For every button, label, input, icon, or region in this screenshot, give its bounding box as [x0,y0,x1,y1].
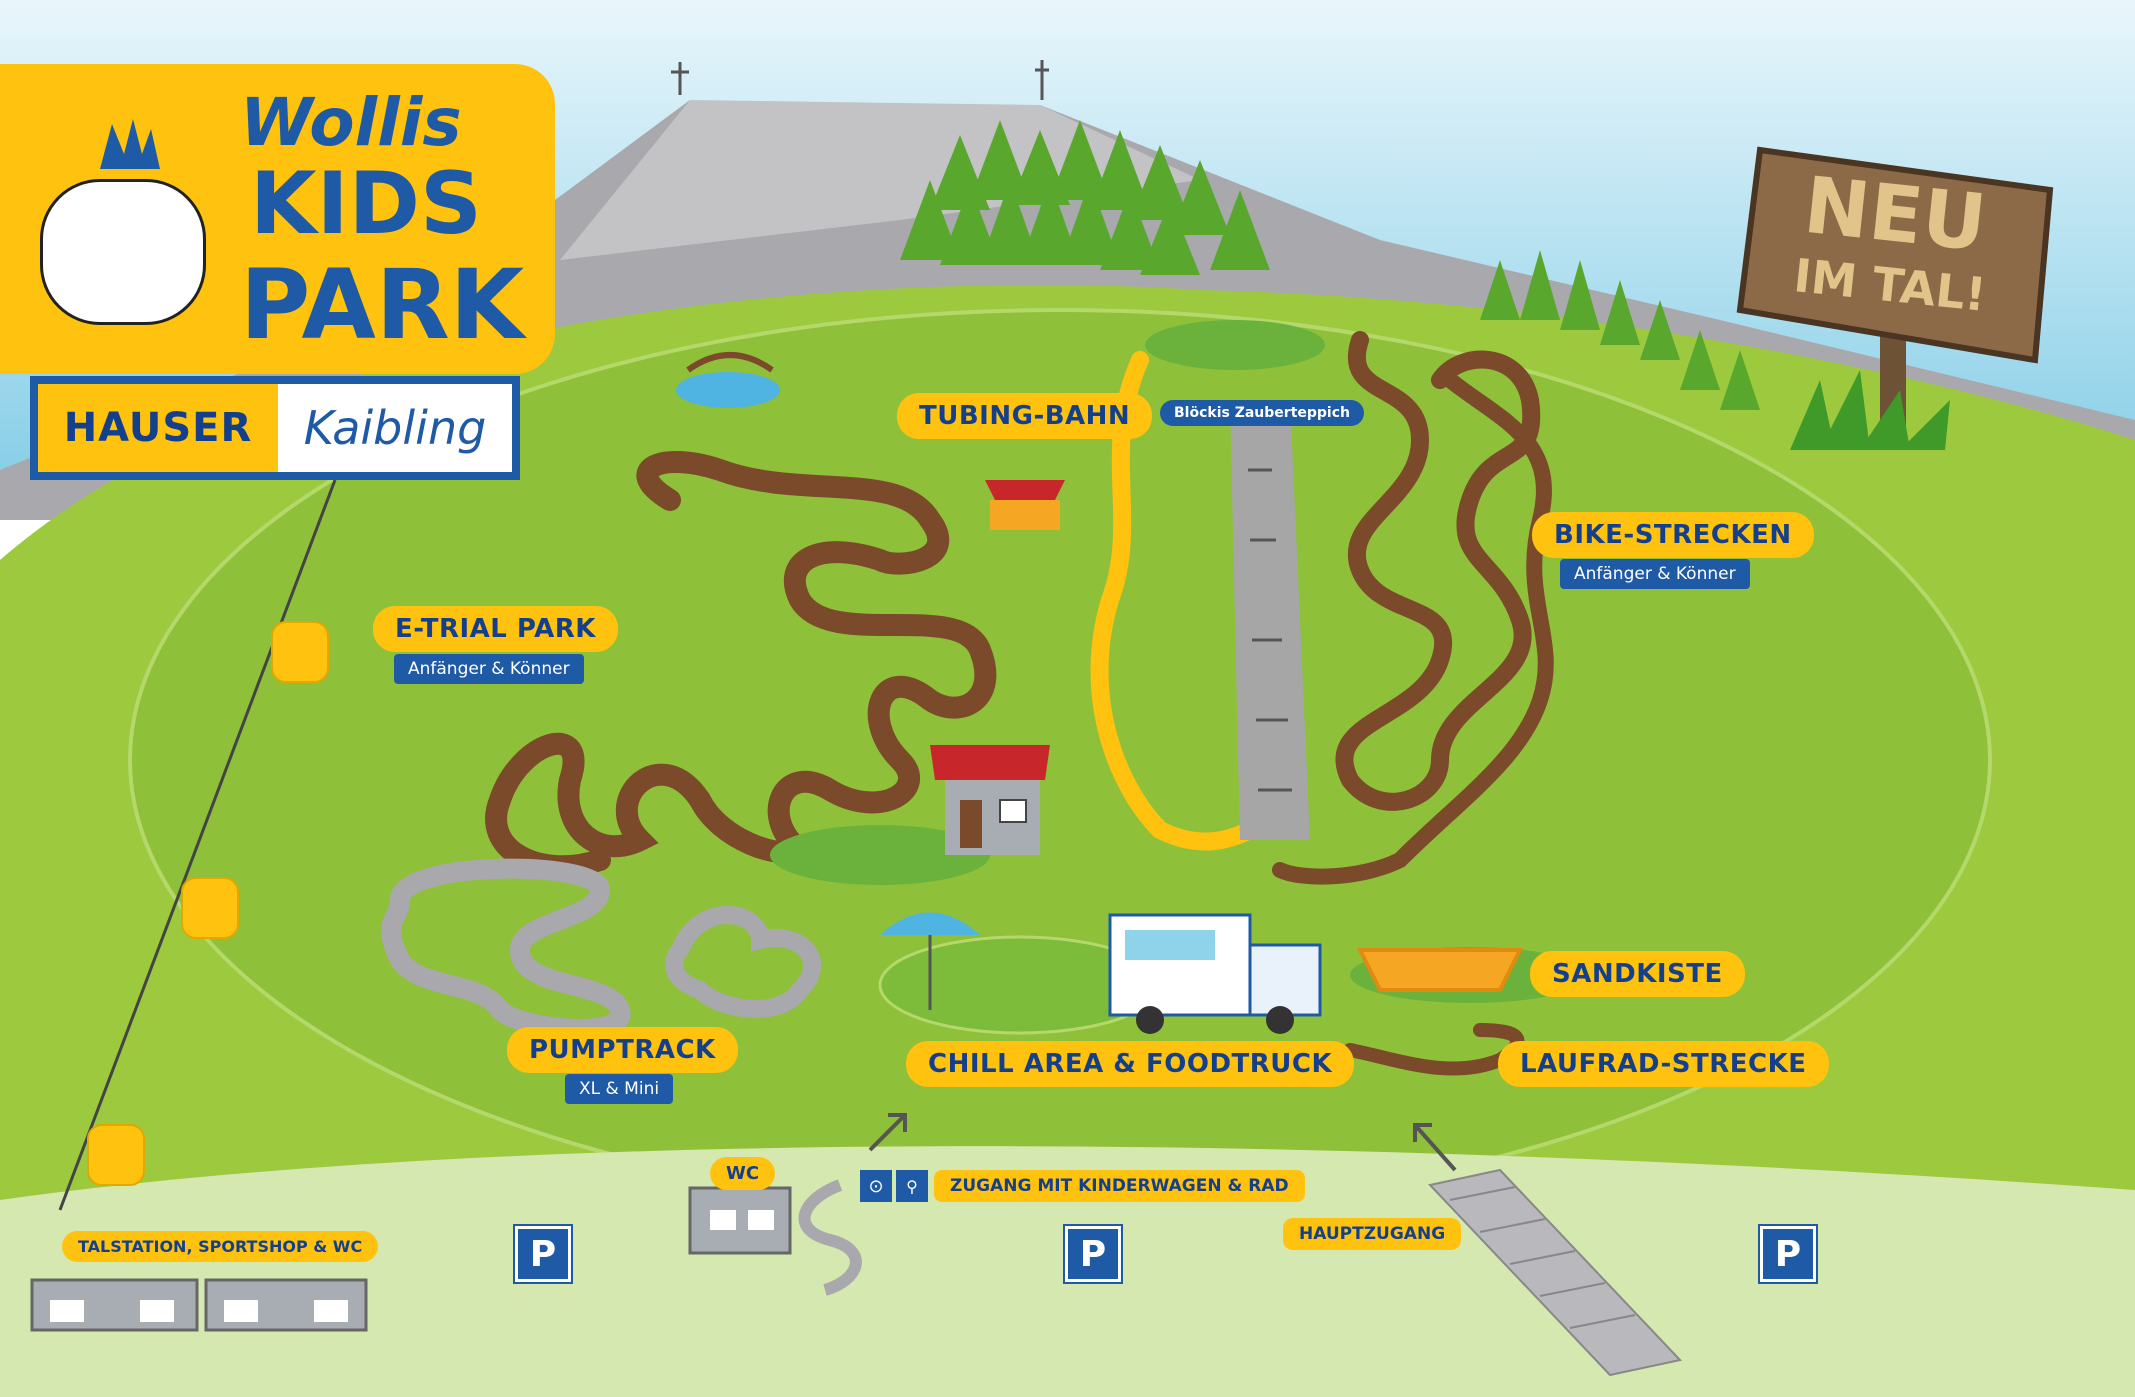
top-pad [1145,320,1325,370]
pumptrack-xl [381,858,631,1039]
bike-track [1335,331,1541,811]
pumptrack-mini [665,906,822,1018]
logo-line2: KIDS [250,154,482,254]
label-talstation[interactable]: TALSTATION, SPORTSHOP & WC [62,1231,379,1262]
etrial-track [485,451,997,878]
wooden-sign [1736,146,2054,430]
magic-carpet [1230,400,1310,840]
foodtruck [1108,913,1322,1034]
label-pumptrack-sub: XL & Mini [565,1074,674,1104]
bike-icon: ⚲ [896,1170,928,1202]
logo-line3: PARK [240,249,525,361]
cabin [985,480,1065,530]
pond [676,372,780,408]
gondola-icon [87,621,329,1186]
grass-tuft [1790,370,1950,450]
bridge [686,352,774,373]
brand-banner: HAUSER Kaibling [30,376,520,480]
forest [900,120,1760,410]
label-zauberteppich[interactable]: Blöckis Zauberteppich [1160,400,1364,426]
label-etrial[interactable]: E-TRIAL PARK [373,606,618,652]
label-chill[interactable]: CHILL AREA & FOODTRUCK [906,1041,1355,1087]
laufrad-track [1343,1023,1525,1076]
label-bike[interactable]: BIKE-STRECKEN [1532,512,1814,558]
gondola-cable [58,479,337,1211]
label-etrial-sub: Anfänger & Könner [394,654,584,684]
stroller-icon: ⊙ [860,1170,892,1202]
label-bike-sub: Anfänger & Könner [1560,559,1750,589]
label-hauptzugang[interactable]: HAUPTZUGANG [1283,1218,1462,1250]
access-strip[interactable]: ⊙ ⚲ ZUGANG MIT KINDERWAGEN & RAD [860,1169,1305,1203]
sandbox [1356,948,1524,992]
label-pumptrack[interactable]: PUMPTRACK [507,1027,738,1073]
label-zugang: ZUGANG MIT KINDERWAGEN & RAD [934,1170,1305,1202]
tubing-slide [1090,351,1259,851]
house [770,745,1050,885]
label-sandkiste[interactable]: SANDKISTE [1530,951,1745,997]
parking-letter: P [1079,1233,1107,1275]
wc-building [688,1186,792,1255]
parking-letter: P [529,1233,557,1275]
parking-icon[interactable]: P [513,1224,573,1284]
main-stairs [1428,1168,1682,1377]
parking-icon[interactable]: P [1758,1224,1818,1284]
sheep-mascot [30,119,206,325]
stroller-path [798,1179,862,1296]
parking-icon[interactable]: P [1063,1224,1123,1284]
umbrella-icon [880,912,980,935]
logo: Wollis KIDS PARK [0,64,555,374]
parking-letter: P [1774,1233,1802,1275]
label-wc[interactable]: WC [710,1157,776,1190]
label-tubing[interactable]: TUBING-BAHN [897,393,1153,439]
logo-line1: Wollis [240,84,462,161]
summit-cross-icon [671,60,1049,100]
talstation-building [30,1278,368,1332]
brand-right: Kaibling [303,401,487,455]
brand-left: HAUSER [38,384,278,472]
label-laufrad[interactable]: LAUFRAD-STRECKE [1498,1041,1829,1087]
arrow-icon [868,1113,1457,1172]
